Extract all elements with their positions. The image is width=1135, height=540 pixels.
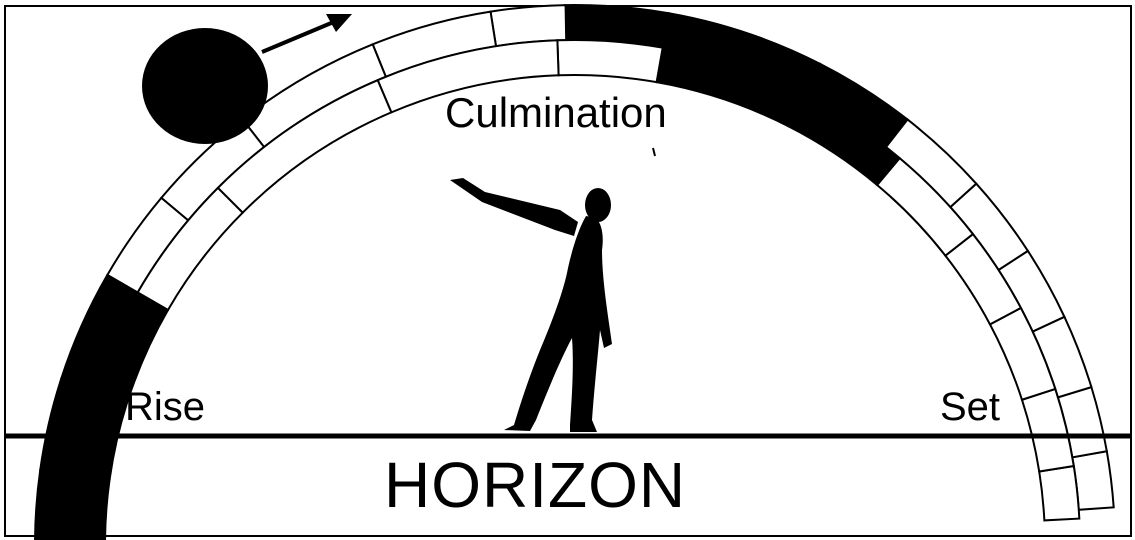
observer-icon	[450, 178, 612, 432]
arc-inner-segment	[70, 475, 110, 540]
arc-outer-segment	[35, 470, 75, 540]
motion-arrow-icon	[262, 14, 352, 52]
culmination-label: Culmination	[445, 89, 667, 136]
arc-inner-segment	[557, 40, 662, 82]
sun-icon	[142, 28, 268, 144]
rise-label: Rise	[125, 385, 205, 429]
horizon-label: HORIZON	[384, 449, 686, 521]
arc-inner-segment	[1039, 466, 1079, 520]
culmination-tick	[653, 148, 655, 156]
set-label: Set	[940, 385, 1000, 429]
